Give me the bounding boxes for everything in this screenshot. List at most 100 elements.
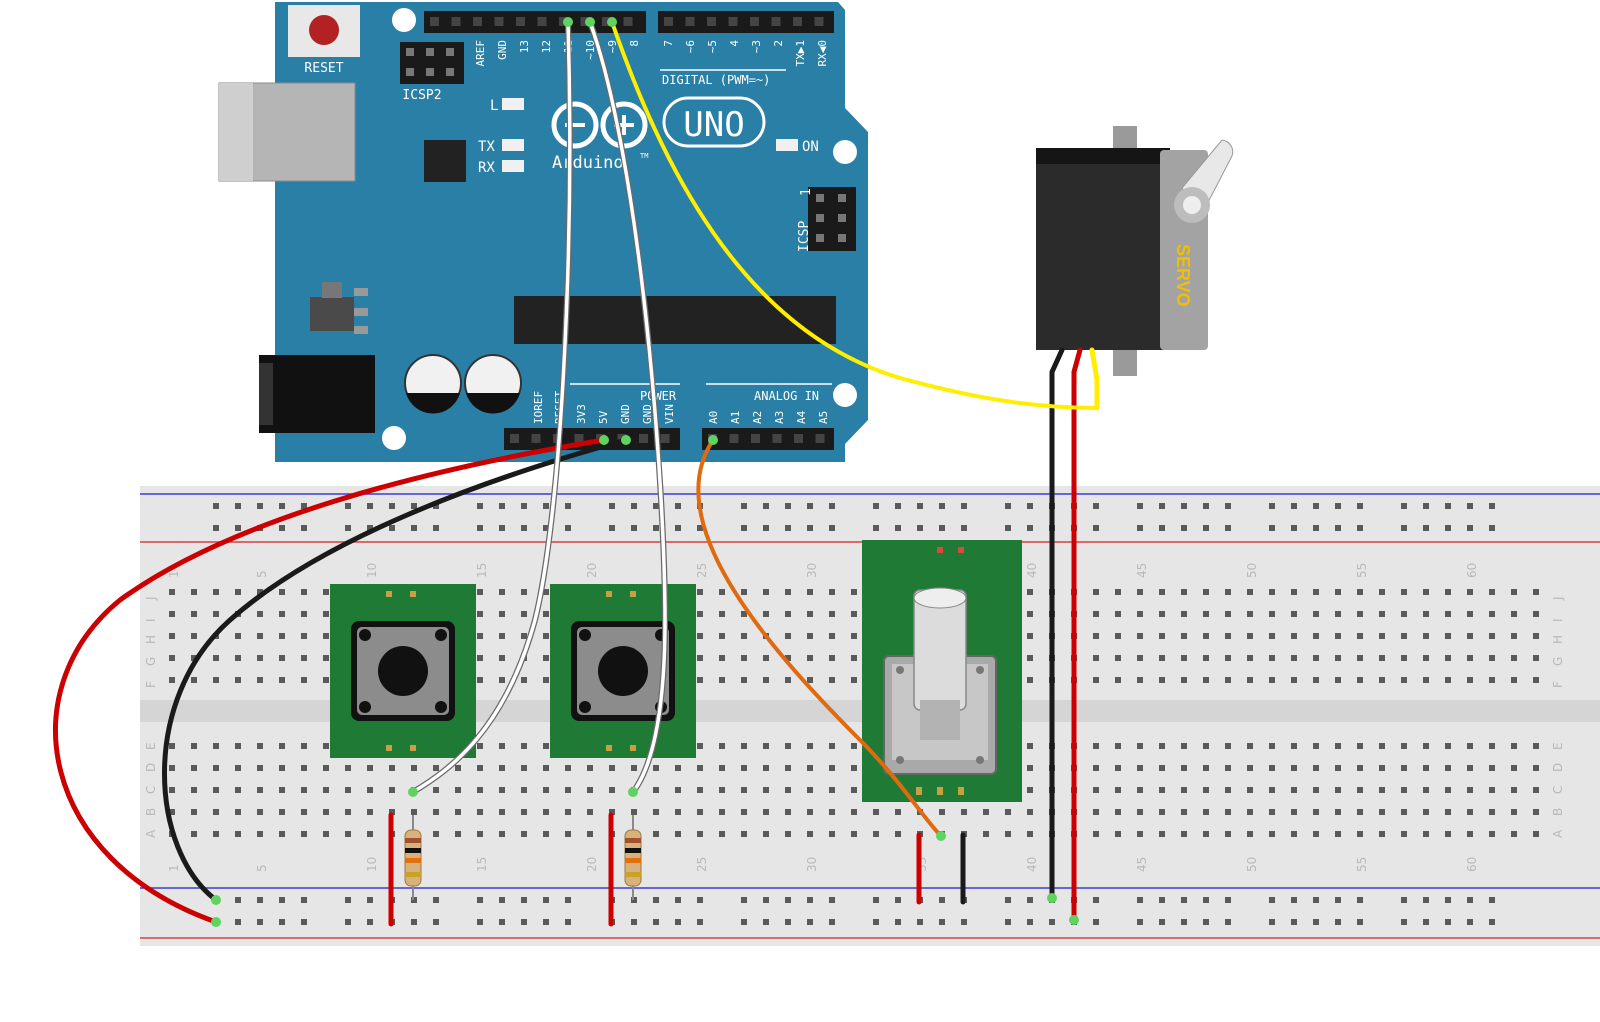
- breadboard-hole: [1203, 743, 1209, 749]
- breadboard-hole: [1379, 809, 1385, 815]
- rail-hole: [433, 897, 439, 903]
- rail-hole: [961, 525, 967, 531]
- breadboard-hole: [1489, 655, 1495, 661]
- breadboard-hole: [565, 831, 571, 837]
- row-letter-h-right: H: [1551, 635, 1565, 644]
- breadboard-hole: [719, 633, 725, 639]
- breadboard-hole: [1379, 831, 1385, 837]
- breadboard-hole: [763, 787, 769, 793]
- rail-hole: [1181, 919, 1187, 925]
- row-letter-j: J: [144, 596, 158, 601]
- breadboard-hole: [1445, 831, 1451, 837]
- breadboard-hole: [1379, 787, 1385, 793]
- breadboard-hole: [1247, 831, 1253, 837]
- pin-label-aref: AREF: [474, 40, 487, 67]
- rail-hole: [697, 897, 703, 903]
- pin-label-a3: A3: [773, 411, 786, 424]
- header-pin-hole: [639, 434, 648, 443]
- breadboard-hole: [829, 589, 835, 595]
- breadboard-hole: [1247, 765, 1253, 771]
- breadboard-hole: [235, 655, 241, 661]
- breadboard-hole: [1335, 633, 1341, 639]
- rail-hole: [521, 525, 527, 531]
- breadboard-hole: [1313, 765, 1319, 771]
- rail-hole: [895, 919, 901, 925]
- rail-hole: [631, 525, 637, 531]
- pin-label-13: 13: [518, 40, 531, 53]
- breadboard-hole: [807, 677, 813, 683]
- rail-hole: [1401, 897, 1407, 903]
- breadboard-hole: [807, 589, 813, 595]
- breadboard-hole: [1467, 589, 1473, 595]
- rail-hole: [631, 919, 637, 925]
- rail-hole: [785, 919, 791, 925]
- breadboard-hole: [1489, 633, 1495, 639]
- breadboard-hole: [565, 765, 571, 771]
- breadboard-hole: [719, 809, 725, 815]
- servo-motor: SERVO: [1036, 126, 1234, 376]
- breadboard-hole: [1159, 677, 1165, 683]
- col-num-60: 60: [1465, 563, 1479, 578]
- servo-yellow-lead: [1089, 347, 1100, 411]
- breadboard-hole: [345, 831, 351, 837]
- arduino-uno-board: RESET ICSP2 L TX RX ON Arduino TM UNO: [218, 2, 868, 462]
- breadboard-hole: [1181, 787, 1187, 793]
- breadboard-hole: [807, 765, 813, 771]
- breadboard-hole: [763, 743, 769, 749]
- breadboard-hole: [323, 809, 329, 815]
- breadboard-hole: [1467, 831, 1473, 837]
- rail-hole: [279, 897, 285, 903]
- breadboard-hole: [257, 633, 263, 639]
- rail-hole: [1225, 897, 1231, 903]
- breadboard-hole: [785, 677, 791, 683]
- breadboard-hole: [235, 831, 241, 837]
- rail-hole: [1137, 897, 1143, 903]
- breadboard-hole: [1467, 611, 1473, 617]
- rail-hole: [829, 525, 835, 531]
- breadboard-hole: [697, 831, 703, 837]
- breadboard-hole: [851, 809, 857, 815]
- breadboard-hole: [587, 787, 593, 793]
- digital-label: DIGITAL (PWM=~): [662, 73, 770, 87]
- breadboard-hole: [1115, 611, 1121, 617]
- rail-hole: [1137, 919, 1143, 925]
- rail-hole: [873, 525, 879, 531]
- breadboard-hole: [1159, 809, 1165, 815]
- breadboard-hole: [1357, 765, 1363, 771]
- breadboard-hole: [1181, 589, 1187, 595]
- rail-hole: [1203, 897, 1209, 903]
- col-num-25-bottom: 25: [695, 857, 709, 872]
- breadboard-hole: [829, 831, 835, 837]
- rail-hole: [741, 919, 747, 925]
- breadboard-hole: [1181, 765, 1187, 771]
- breadboard-hole: [1445, 655, 1451, 661]
- breadboard-hole: [851, 787, 857, 793]
- breadboard-hole: [1181, 677, 1187, 683]
- breadboard-hole: [1401, 589, 1407, 595]
- breadboard-hole: [851, 831, 857, 837]
- breadboard-hole: [1137, 765, 1143, 771]
- breadboard-hole: [1027, 589, 1033, 595]
- breadboard-hole: [191, 677, 197, 683]
- breadboard-hole: [1511, 611, 1517, 617]
- power-label: POWER: [640, 389, 677, 403]
- rail-hole: [565, 503, 571, 509]
- rail-hole: [829, 919, 835, 925]
- header-pin-hole: [531, 434, 541, 443]
- breadboard-hole: [323, 633, 329, 639]
- breadboard-hole: [1489, 787, 1495, 793]
- breadboard-hole: [1203, 677, 1209, 683]
- breadboard-hole: [323, 765, 329, 771]
- breadboard-hole: [477, 809, 483, 815]
- breadboard-hole: [1027, 743, 1033, 749]
- breadboard-hole: [235, 809, 241, 815]
- breadboard-hole: [1357, 743, 1363, 749]
- rail-hole: [741, 897, 747, 903]
- row-letter-e: E: [144, 742, 158, 750]
- breadboard-hole: [345, 787, 351, 793]
- breadboard-hole: [1313, 831, 1319, 837]
- rail-hole: [389, 525, 395, 531]
- breadboard-hole: [851, 677, 857, 683]
- breadboard-hole: [851, 589, 857, 595]
- breadboard-hole: [213, 589, 219, 595]
